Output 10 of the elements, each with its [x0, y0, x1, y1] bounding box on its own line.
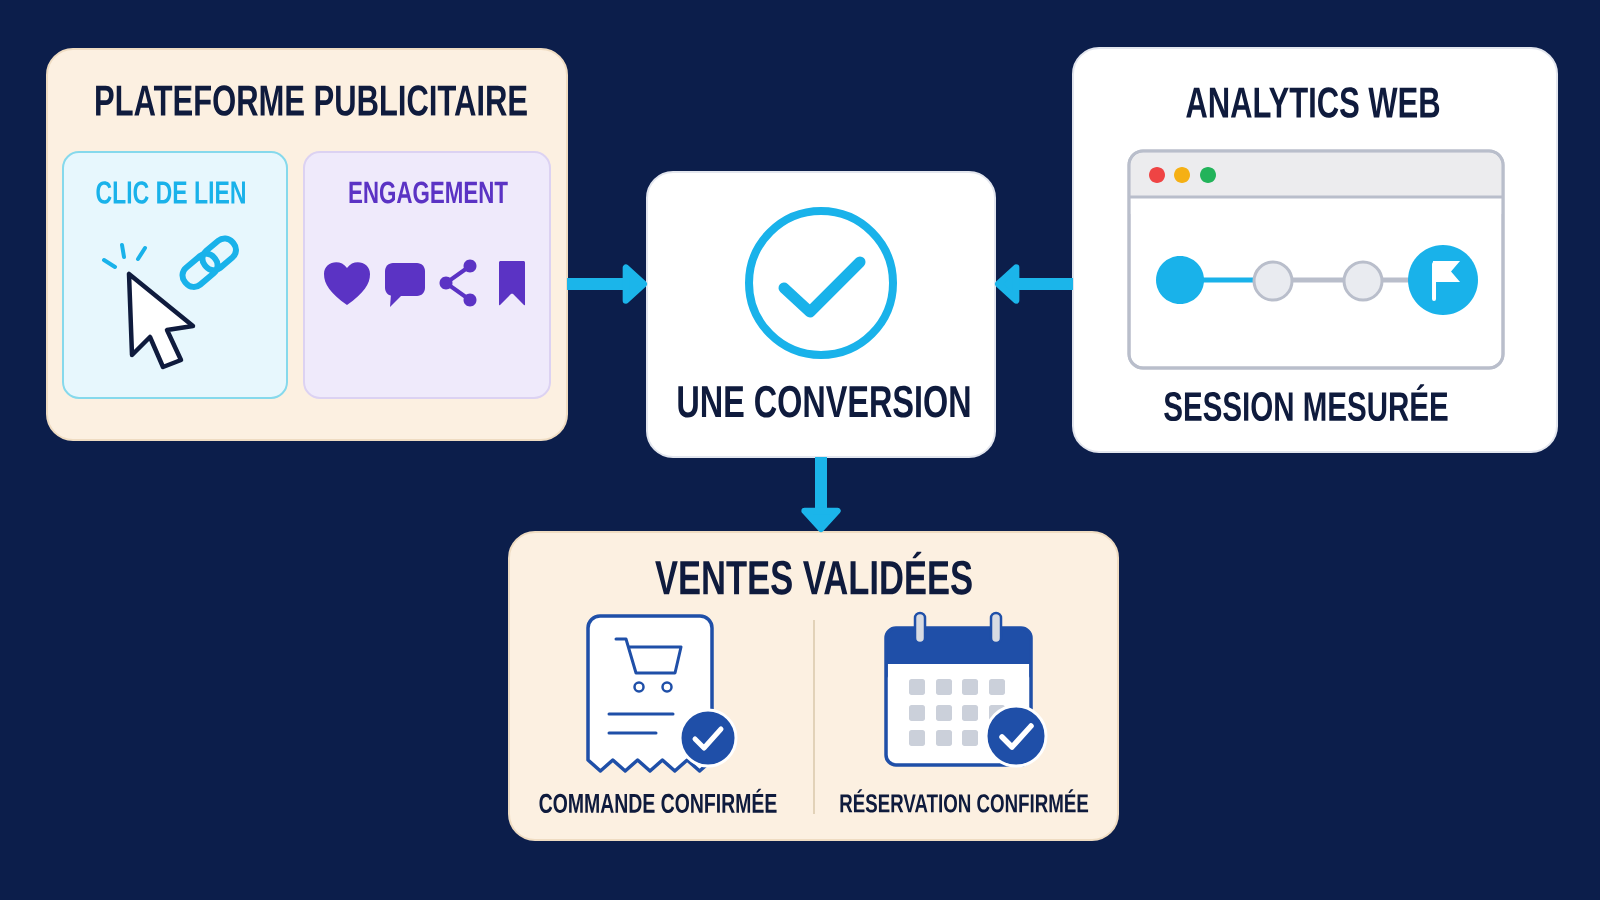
panel-title: VENTES VALIDÉES: [655, 551, 972, 595]
arrow: [801, 457, 841, 532]
card-title: CLIC DE LIEN: [96, 181, 245, 204]
icon-caption: COMMANDE CONFIRMÉE: [539, 788, 777, 813]
icon-caption: RÉSERVATION CONFIRMÉE: [840, 789, 1089, 813]
panel-title: PLATEFORME PUBLICITAIRE: [96, 85, 527, 116]
card-title: ENGAGEMENT: [349, 181, 508, 204]
panel-title: ANALYTICS WEB: [1186, 87, 1440, 118]
card-title: UNE CONVERSION: [678, 385, 970, 418]
panel-label: SESSION MESURÉE: [1164, 384, 1448, 422]
